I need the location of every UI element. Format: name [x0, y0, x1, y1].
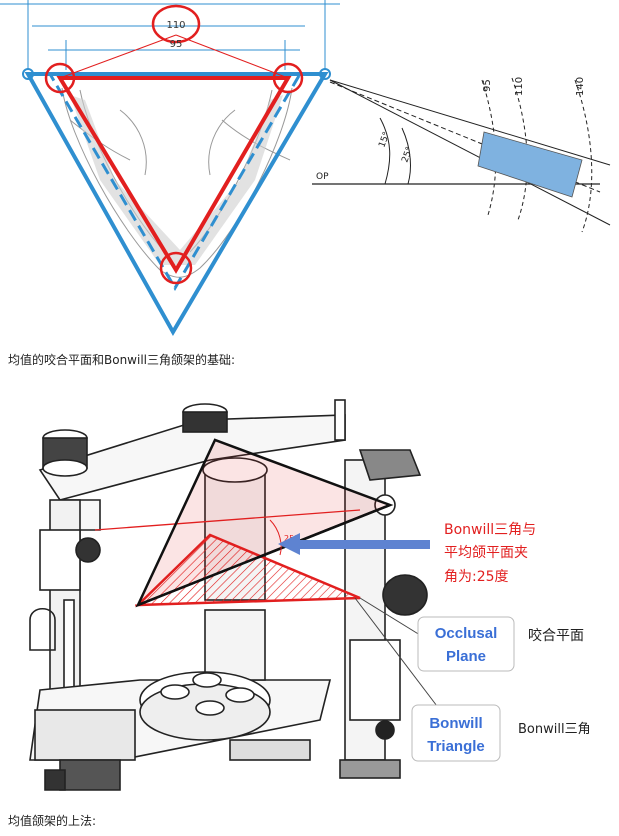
occlusal-plane-triangle	[134, 533, 361, 607]
shaded-zone	[477, 131, 583, 198]
annotation-line-3: 角为:25度	[444, 569, 509, 585]
reference-red-line	[94, 509, 361, 531]
occlusal-box-line-2: Plane	[446, 648, 486, 665]
angle-arc	[269, 519, 282, 556]
incisal-point-circle	[159, 251, 193, 285]
blue-corner-right	[319, 68, 331, 80]
occlusal-box-line-1: Occlusal	[435, 625, 498, 642]
dimension-110-label: 110	[166, 20, 185, 31]
dashed-blue-triangle	[47, 72, 303, 291]
red-thin-line-right	[175, 34, 289, 79]
angle-25-label: 25°	[400, 146, 415, 164]
annotation-line-1: Bonwill三角与	[444, 522, 536, 538]
op-label: OP	[316, 172, 329, 182]
occlusal-plane-box	[417, 616, 515, 672]
bonwill-triangle-diagram: 110 95 95 110 140 15° 25° OP	[0, 0, 611, 337]
red-thin-line-left	[59, 34, 177, 79]
condyle-left-circle	[44, 62, 76, 94]
annotation-line-2: 平均颌平面夹	[444, 545, 528, 561]
blue-arrow-shaft	[300, 540, 430, 549]
bonwill-line-to-incisal	[137, 503, 391, 607]
occlusal-cn-label: 咬合平面	[528, 627, 584, 644]
caption-occlusal-basis: 均值的咬合平面和Bonwill三角颌架的基础:	[8, 353, 236, 367]
dental-arch-shaded	[70, 95, 283, 265]
bonwill-leader	[354, 597, 441, 711]
bonwill-box-line-1: Bonwill	[429, 715, 482, 732]
arc-label-95: 95	[482, 79, 493, 92]
outer-blue-triangle	[24, 72, 329, 337]
articulator-frame	[29, 399, 428, 791]
condyle-right-circle	[272, 62, 304, 94]
bonwill-cn-label: Bonwill三角	[518, 722, 591, 737]
occlusal-leader	[359, 597, 421, 636]
angle-15-label: 15°	[377, 131, 392, 149]
bonwill-plane-shade	[138, 440, 390, 605]
blue-corner-left	[22, 68, 34, 80]
arc-label-110: 110	[514, 77, 525, 96]
dimension-lines	[0, 0, 340, 70]
bonwill-red-triangle	[56, 76, 292, 274]
dimension-95-label: 95	[170, 39, 183, 50]
caption-articulator-mounting: 均值颌架的上法:	[8, 814, 97, 828]
articulator-illustration: 25° Bonwill三角与 平均颌平面夹 角为:25度 Occlusal Pl…	[29, 399, 591, 791]
arc-label-140: 140	[575, 77, 586, 96]
bonwill-triangle-box	[411, 704, 501, 762]
bonwill-box-line-2: Triangle	[427, 738, 485, 755]
dimension-110-circle	[151, 4, 201, 44]
